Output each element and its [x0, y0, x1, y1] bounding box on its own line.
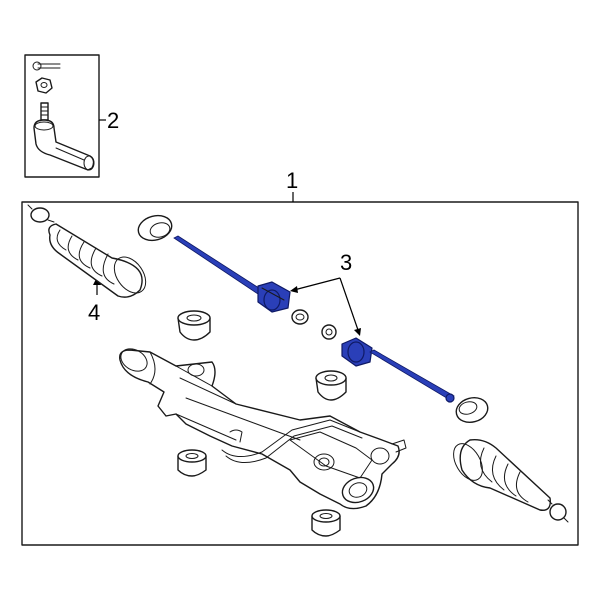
left-boot-clamp: [27, 204, 55, 223]
castle-nut: [35, 77, 53, 94]
callout-3: 3: [340, 250, 352, 275]
bushing-mid-right: [315, 370, 347, 401]
right-dust-seal: [455, 396, 489, 424]
leader-3a: [293, 277, 341, 291]
bushing-bottom-left: [177, 449, 207, 477]
left-dust-seal: [137, 214, 173, 242]
right-bellows-boot: [453, 438, 551, 511]
tie-rod-end-inset: [24, 54, 100, 178]
cotter-pin: [32, 61, 61, 71]
bushing-top-left: [177, 310, 211, 341]
leader-3b: [339, 277, 359, 331]
right-inner-tie-rod: [341, 337, 455, 403]
left-bellows-boot: [48, 223, 147, 298]
callout-2: 2: [107, 108, 119, 133]
arrow-3a: [290, 286, 298, 293]
main-frame: [21, 201, 579, 546]
right-lock-ring: [321, 324, 337, 340]
rack-housing: [119, 348, 407, 510]
bushing-bottom-center: [311, 509, 341, 537]
callout-4: 4: [88, 300, 100, 325]
left-inner-tie-rod: [173, 235, 291, 313]
right-boot-clamp: [547, 499, 569, 523]
leaders: [93, 119, 361, 336]
tie-rod-end: [33, 102, 95, 171]
left-lock-ring: [291, 309, 309, 325]
callout-1: 1: [286, 168, 298, 193]
inset-frame: [24, 54, 100, 178]
arrow-3b: [354, 328, 361, 336]
